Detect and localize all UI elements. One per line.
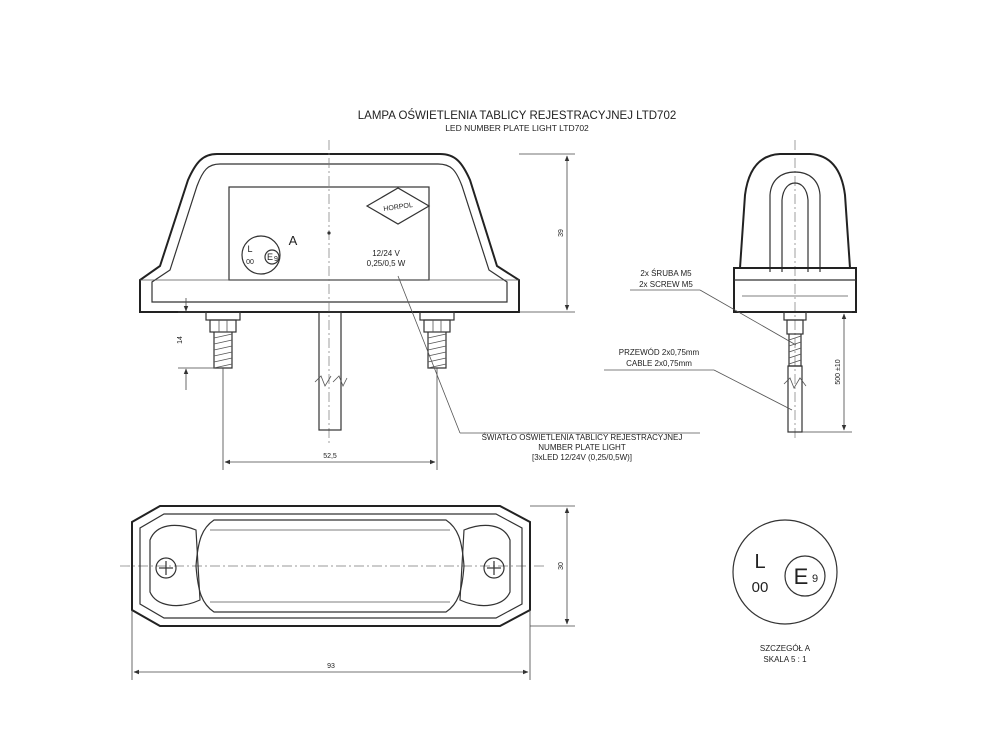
light-callout: ŚWIATŁO OŚWIETLENIA TABLICY REJESTRACYJN… [460, 432, 700, 462]
callout-light-spec: [3xLED 12/24V (0,25/0,5W)] [532, 453, 632, 462]
detail-marker-a: A [289, 233, 298, 248]
dim-height: 39 [558, 229, 565, 237]
dim-cable-length: 500 ±10 [835, 359, 842, 384]
right-bolt [419, 311, 455, 369]
callout-screw-pl: 2x ŚRUBA M5 [640, 269, 692, 278]
detail-a: L 00 E 9 SZCZEGÓŁ A SKALA 5 : 1 [732, 519, 838, 664]
callout-cable-pl: PRZEWÓD 2x0,75mm [619, 348, 700, 357]
detail-9: 9 [812, 573, 818, 585]
dim-depth: 30 [558, 562, 565, 570]
dim-bolt-spacing: 52,5 [323, 453, 337, 460]
power-label: 0,25/0,5 W [367, 259, 406, 268]
front-cable [314, 311, 348, 431]
dim-width: 93 [327, 663, 335, 670]
callout-light-en: NUMBER PLATE LIGHT [538, 443, 626, 452]
badge-9: 9 [274, 256, 278, 263]
callout-light-pl: ŚWIATŁO OŚWIETLENIA TABLICY REJESTRACYJN… [482, 433, 683, 442]
detail-scale: SKALA 5 : 1 [763, 655, 807, 664]
horpol-logo: HORPOL [365, 187, 431, 225]
side-view: 500 ±10 [733, 140, 857, 440]
small-homologation-badge: L 00 E 9 [241, 235, 281, 275]
detail-label: SZCZEGÓŁ A [760, 644, 811, 653]
title-polish: LAMPA OŚWIETLENIA TABLICY REJESTRACYJNEJ… [358, 109, 676, 122]
callout-screw-en: 2x SCREW M5 [639, 280, 693, 289]
callout-cable-en: CABLE 2x0,75mm [626, 359, 692, 368]
voltage-label: 12/24 V [372, 249, 400, 258]
detail-00: 00 [752, 579, 769, 596]
title-english: LED NUMBER PLATE LIGHT LTD702 [445, 123, 589, 133]
badge-e: E [267, 252, 273, 262]
top-view: 30 93 [120, 505, 575, 680]
badge-l: L [247, 244, 252, 254]
front-view: HORPOL L 00 E 9 A 12/24 V 0,25/0,5 W [139, 140, 575, 470]
detail-l: L [754, 551, 765, 573]
detail-e: E [794, 564, 809, 589]
screw-callout: 2x ŚRUBA M5 2x SCREW M5 [630, 269, 797, 346]
cable-callout: PRZEWÓD 2x0,75mm CABLE 2x0,75mm [604, 348, 793, 411]
dim-bolt-length: 14 [177, 336, 184, 344]
left-bolt [205, 311, 241, 369]
badge-00: 00 [246, 259, 254, 266]
left-screw-head [155, 557, 177, 579]
right-screw-head [483, 557, 505, 579]
horpol-logo-text: HORPOL [383, 202, 413, 213]
